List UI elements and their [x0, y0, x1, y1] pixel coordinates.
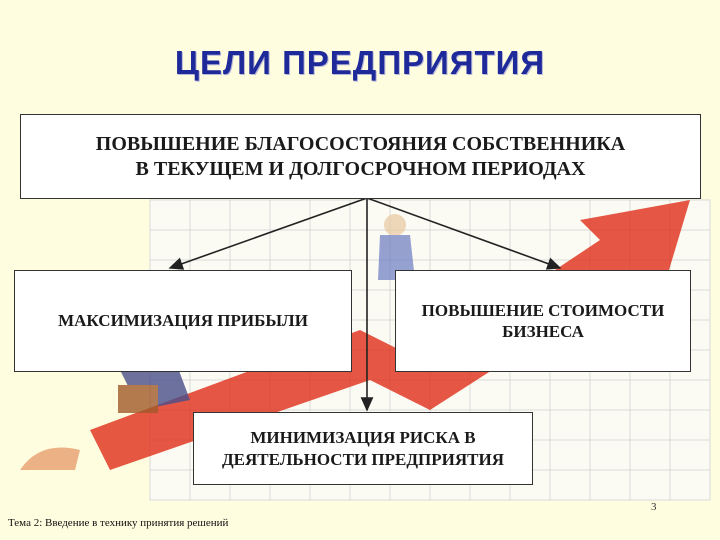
goal-risk-text: МИНИМИЗАЦИЯ РИСКА В ДЕЯТЕЛЬНОСТИ ПРЕДПРИ…: [221, 428, 504, 469]
slide-title: ЦЕЛИ ПРЕДПРИЯТИЯ: [174, 44, 546, 81]
goal-box-profit: МАКСИМИЗАЦИЯ ПРИБЫЛИ: [14, 270, 352, 372]
page-number: 3: [651, 501, 657, 513]
footer-topic: Тема 2: Введение в технику принятия реше…: [8, 517, 229, 529]
goal-business-value-text: ПОВЫШЕНИЕ СТОИМОСТИ БИЗНЕСА: [421, 300, 665, 341]
goal-owner-welfare-text: ПОВЫШЕНИЕ БЛАГОСОСТОЯНИЯ СОБСТВЕННИКА В …: [95, 132, 626, 180]
goal-box-business-value: ПОВЫШЕНИЕ СТОИМОСТИ БИЗНЕСА: [395, 270, 691, 372]
goal-profit-text: МАКСИМИЗАЦИЯ ПРИБЫЛИ: [58, 311, 308, 331]
rising-arrow-icon: [90, 200, 690, 470]
goal-box-owner-welfare: ПОВЫШЕНИЕ БЛАГОСОСТОЯНИЯ СОБСТВЕННИКА В …: [20, 114, 701, 199]
goal-box-risk: МИНИМИЗАЦИЯ РИСКА В ДЕЯТЕЛЬНОСТИ ПРЕДПРИ…: [193, 412, 533, 485]
